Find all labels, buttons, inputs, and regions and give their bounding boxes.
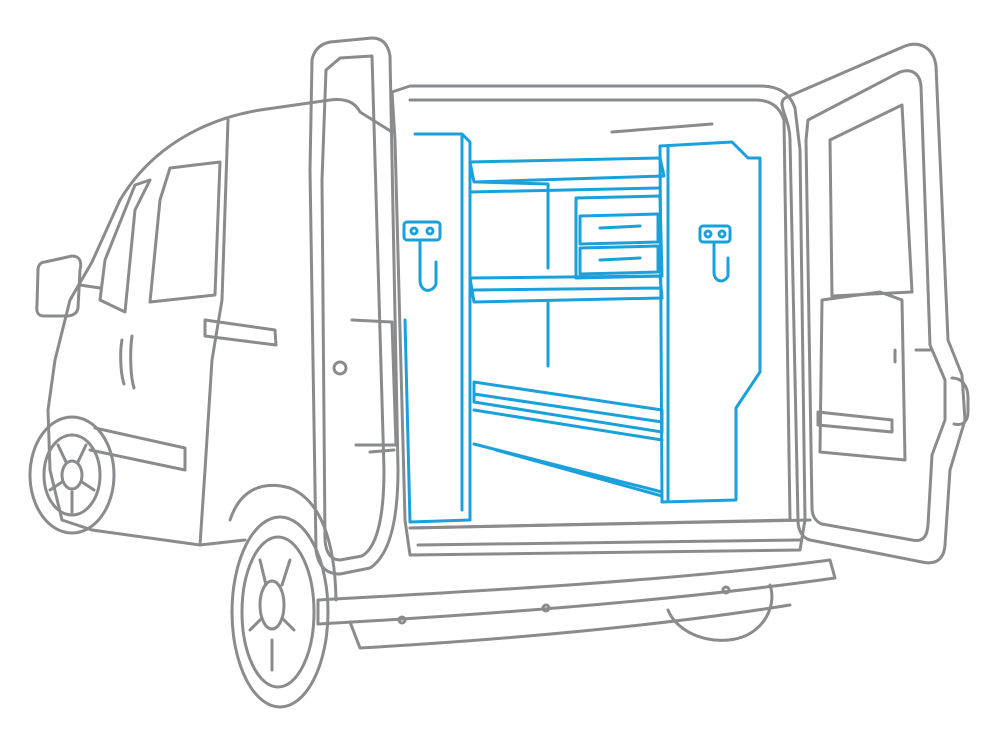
shelving-unit (402, 132, 762, 524)
side-rail (88, 426, 187, 472)
drawer-2 (578, 244, 660, 276)
van-front-window (98, 178, 152, 314)
right-rear-door-outer (780, 42, 967, 565)
front-wheel (28, 415, 116, 535)
middle-shelf (468, 274, 664, 304)
right-rear-wheel (666, 583, 774, 642)
right-side-panel (658, 140, 762, 504)
lower-shelf-front (472, 408, 664, 442)
roof-interior-line (610, 122, 714, 134)
drawer-cabinet (574, 194, 664, 280)
left-hook (402, 220, 442, 292)
right-door-taillight (950, 376, 970, 426)
bumper-lower (348, 603, 792, 650)
rear-opening-inner-frame (408, 98, 792, 530)
floor-shelf (472, 442, 664, 498)
right-door-panel (818, 290, 907, 462)
rear-opening-frame (390, 84, 807, 557)
bumper-bolt-3 (721, 585, 731, 595)
door-handle-front (119, 334, 136, 390)
drawer-1 (578, 212, 660, 246)
left-door-hinge-trim (350, 318, 398, 447)
right-door-latch (893, 348, 932, 364)
van-side-window (148, 160, 222, 304)
left-rear-door-inner (320, 54, 386, 562)
van-roof-outline (118, 98, 394, 202)
left-door-lock (332, 360, 348, 376)
rear-wheel (230, 515, 330, 709)
right-door-window (828, 103, 914, 298)
top-shelf-depth (476, 180, 550, 270)
rear-bumper (316, 558, 837, 626)
left-side-panel (403, 132, 472, 524)
van-lower-side (90, 528, 247, 547)
right-rear-door-inner (804, 69, 947, 542)
right-door-handle-bar (816, 410, 894, 434)
left-rear-door-outer (308, 36, 400, 576)
rear-wheel-arch (228, 483, 338, 602)
top-shelf (468, 156, 666, 194)
side-mirror (35, 254, 83, 318)
bumper-bolt-1 (397, 615, 407, 625)
mirror-arm (78, 283, 102, 290)
left-door-handle (368, 448, 396, 454)
right-hook (698, 224, 732, 283)
van-body (28, 36, 970, 709)
door-handle (203, 318, 278, 347)
bumper-bolt-2 (541, 603, 551, 613)
floor-edge (408, 518, 812, 547)
sliding-door-line (198, 118, 230, 547)
